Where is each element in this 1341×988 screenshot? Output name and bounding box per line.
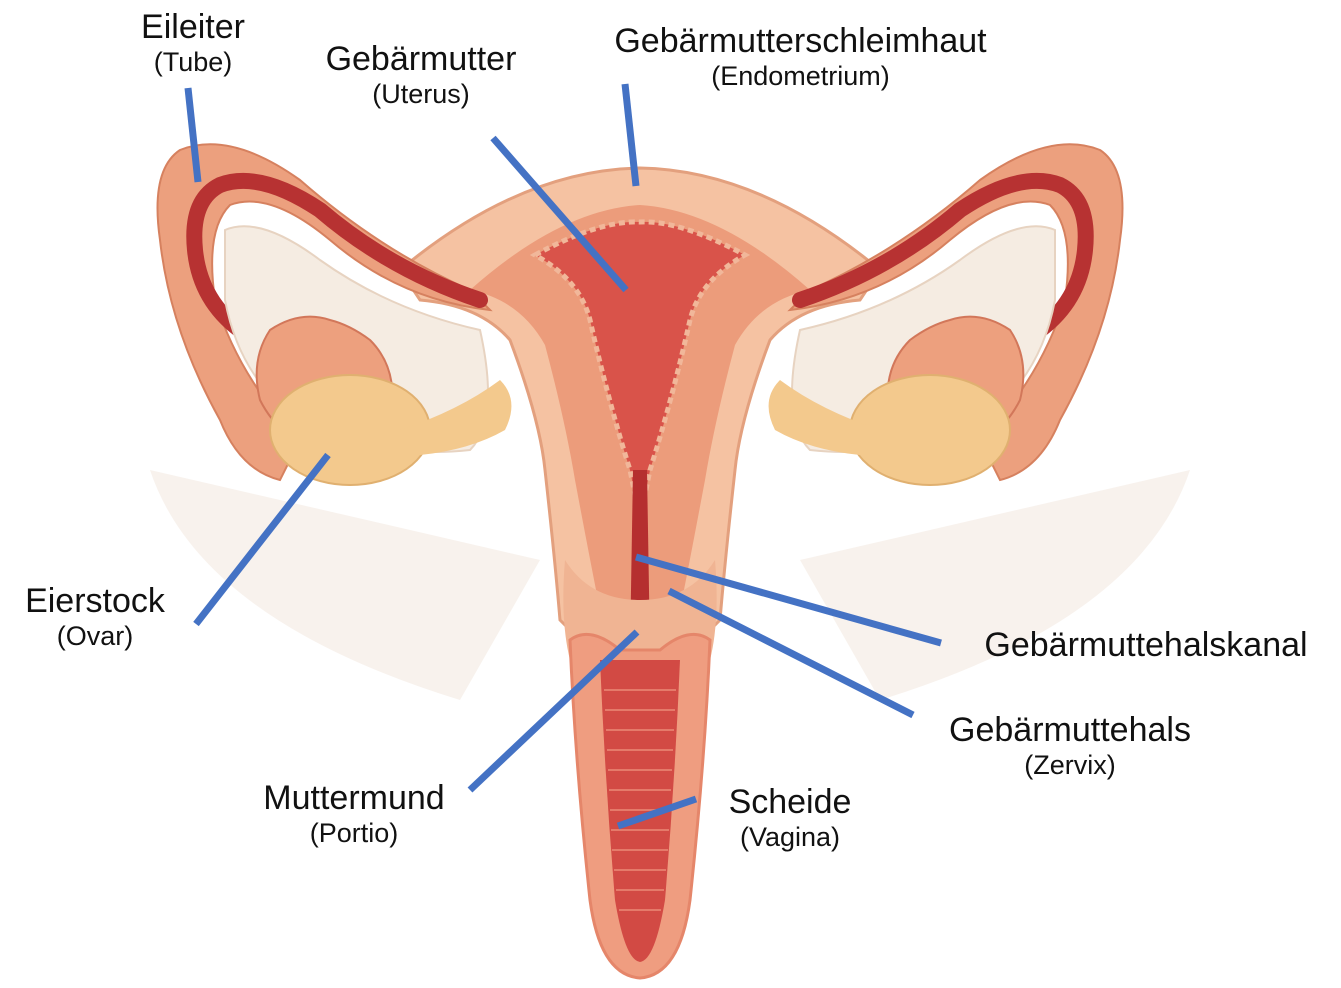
label-eileiter-main: Eileiter [118, 8, 268, 47]
label-endometrium-main: Gebärmutterschleimhaut [573, 22, 1028, 61]
label-endometrium: Gebärmutterschleimhaut (Endometrium) [573, 22, 1028, 92]
label-zervix-sub: (Zervix) [925, 750, 1215, 781]
right-adnexa [769, 144, 1123, 485]
left-adnexa [158, 144, 512, 485]
label-scheide-sub: (Vagina) [712, 822, 868, 853]
label-scheide-main: Scheide [712, 783, 868, 822]
label-muttermund-sub: (Portio) [234, 818, 474, 849]
label-scheide: Scheide (Vagina) [712, 783, 868, 853]
label-eierstock-main: Eierstock [10, 582, 180, 621]
label-gebaermutter-sub: (Uterus) [300, 79, 542, 110]
label-gebaermutter: Gebärmutter (Uterus) [300, 40, 542, 110]
label-eierstock: Eierstock (Ovar) [10, 582, 180, 652]
label-zervix-main: Gebärmuttehals [925, 711, 1215, 750]
label-eileiter: Eileiter (Tube) [118, 8, 268, 78]
label-zervix: Gebärmuttehals (Zervix) [925, 711, 1215, 781]
label-muttermund-main: Muttermund [234, 779, 474, 818]
label-eileiter-sub: (Tube) [118, 47, 268, 78]
label-halskanal: Gebärmuttehalskanal [955, 626, 1337, 665]
label-gebaermutter-main: Gebärmutter [300, 40, 542, 79]
label-eierstock-sub: (Ovar) [10, 621, 180, 652]
label-endometrium-sub: (Endometrium) [573, 61, 1028, 92]
label-muttermund: Muttermund (Portio) [234, 779, 474, 849]
label-halskanal-main: Gebärmuttehalskanal [955, 626, 1337, 665]
